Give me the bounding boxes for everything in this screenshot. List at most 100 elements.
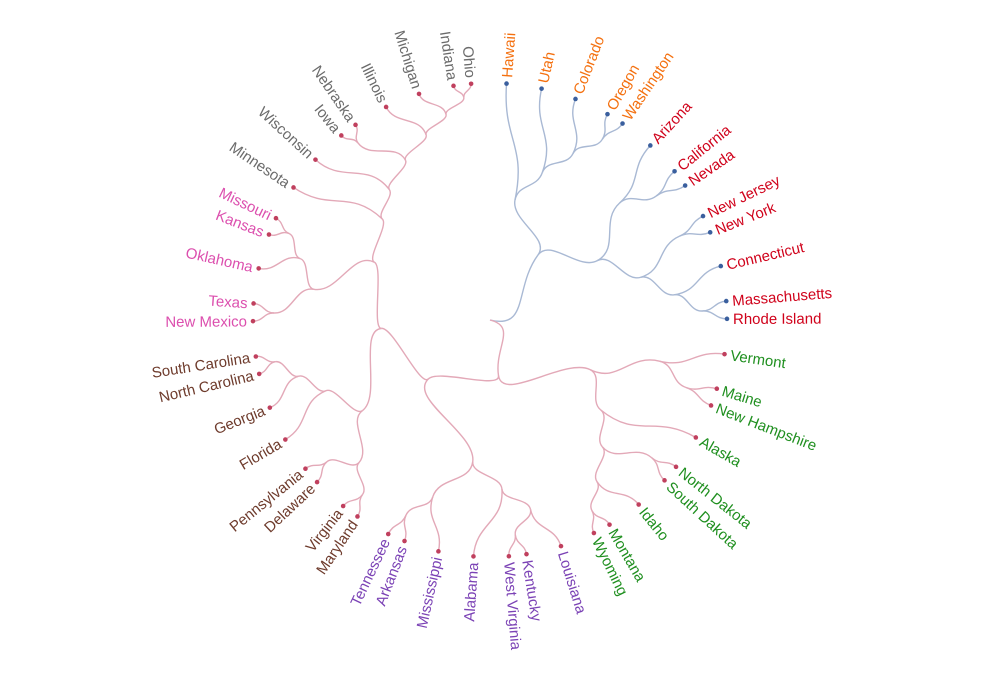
leaf-label: Connecticut <box>725 239 807 274</box>
leaf-florida: Florida <box>237 436 288 474</box>
leaf-texas: Texas <box>208 293 256 313</box>
leaf-dot <box>385 531 391 537</box>
tree-link <box>601 123 624 140</box>
leaf-dot <box>607 522 612 527</box>
leaf-dot <box>524 551 529 557</box>
leaf-label: Illinois <box>357 61 391 106</box>
tree-link <box>305 461 328 470</box>
tree-link <box>427 375 500 382</box>
leaf-label: New Mexico <box>165 313 247 330</box>
tree-link <box>538 88 548 173</box>
tree-link <box>403 514 407 542</box>
leaf-label: Michigan <box>390 29 424 91</box>
tree-link <box>269 375 299 409</box>
tree-link <box>299 257 315 290</box>
leaf-dot <box>700 213 706 219</box>
tree-link <box>702 310 728 320</box>
tree-link <box>326 459 360 466</box>
leaf-alabama: Alabama <box>461 554 482 622</box>
leaf-dot <box>714 386 720 392</box>
tree-link <box>275 361 299 377</box>
leaf-dot <box>314 479 320 485</box>
tree-link <box>418 93 447 115</box>
tree-link <box>275 217 290 235</box>
leaf-mississippi: Mississippi <box>414 549 446 630</box>
tree-link <box>314 159 390 190</box>
tree-link <box>591 510 595 534</box>
leaf-michigan: Michigan <box>390 29 425 97</box>
leaf-dot <box>539 86 544 91</box>
tree-link <box>362 327 382 412</box>
tree-link <box>463 83 472 98</box>
tree-link <box>619 195 657 204</box>
leaf-label: Alabama <box>461 561 482 622</box>
leaf-label: Indiana <box>436 30 460 82</box>
tree-link <box>600 409 697 439</box>
tree-link <box>679 231 711 237</box>
tree-link <box>640 276 675 296</box>
leaf-label: Florida <box>237 436 286 474</box>
leaf-label: Louisiana <box>554 550 590 617</box>
leaf-hawaii: Hawaii <box>499 32 519 86</box>
leaf-dot <box>504 81 509 86</box>
leaf-dot <box>253 354 259 359</box>
leaf-dot <box>708 403 714 408</box>
leaf-dot <box>723 298 729 304</box>
leaf-label: Rhode Island <box>733 311 821 328</box>
tree-link <box>594 446 605 482</box>
leaf-dot <box>402 538 407 544</box>
leaf-dot <box>605 111 610 117</box>
tree-link <box>445 97 465 115</box>
tree-link <box>381 327 429 381</box>
leaf-massachusetts: Massachusetts <box>723 285 833 310</box>
leaf-dot <box>250 318 256 324</box>
tree-link <box>508 534 517 557</box>
leaf-label: Idaho <box>635 504 672 544</box>
leaf-label: Ohio <box>459 46 478 79</box>
tree-link <box>340 134 359 144</box>
tree-link <box>274 288 315 314</box>
tree-link <box>589 369 602 411</box>
leaf-label: West Virginia <box>500 562 524 652</box>
tree-link <box>596 258 641 279</box>
tree-link <box>514 172 543 201</box>
leaf-dot <box>451 83 456 89</box>
tree-link <box>589 359 660 375</box>
tree-link <box>659 352 725 364</box>
leaf-label: Georgia <box>212 402 268 438</box>
tree-link <box>505 83 519 201</box>
tree-link <box>640 235 680 279</box>
leaf-label: Texas <box>208 293 248 313</box>
leaf-alaska: Alaska <box>693 434 745 471</box>
leaf-dot <box>724 316 730 322</box>
tree-link <box>655 184 686 197</box>
tree-link <box>514 534 528 555</box>
leaf-indiana: Indiana <box>436 30 460 89</box>
tree-link <box>432 461 474 498</box>
leaf-label: Oklahoma <box>184 245 255 277</box>
leaf-dot <box>251 301 256 306</box>
leaf-new-mexico: New Mexico <box>165 313 256 331</box>
tree-link <box>298 375 327 392</box>
tree-link <box>424 378 474 462</box>
tree-link <box>489 254 539 323</box>
leaf-dot <box>682 183 688 188</box>
tree-link <box>430 496 441 552</box>
tree-link <box>268 231 290 236</box>
leaf-label: Mississippi <box>414 555 446 629</box>
tree-link <box>385 106 427 136</box>
tree-link <box>702 300 727 312</box>
leaf-wisconsin: Wisconsin <box>254 104 318 162</box>
leaf-georgia: Georgia <box>212 402 273 438</box>
leaf-dot <box>273 215 279 221</box>
leaf-vermont: Vermont <box>722 347 788 372</box>
tree-link <box>529 509 562 547</box>
leaf-dot <box>693 435 699 440</box>
leaf-dot <box>636 502 641 507</box>
tree-link <box>472 461 503 490</box>
tree-link <box>685 386 712 407</box>
leaf-dot <box>339 133 344 138</box>
leaf-dot <box>256 371 262 377</box>
tree-link <box>590 481 599 511</box>
leaf-dot <box>506 553 512 559</box>
